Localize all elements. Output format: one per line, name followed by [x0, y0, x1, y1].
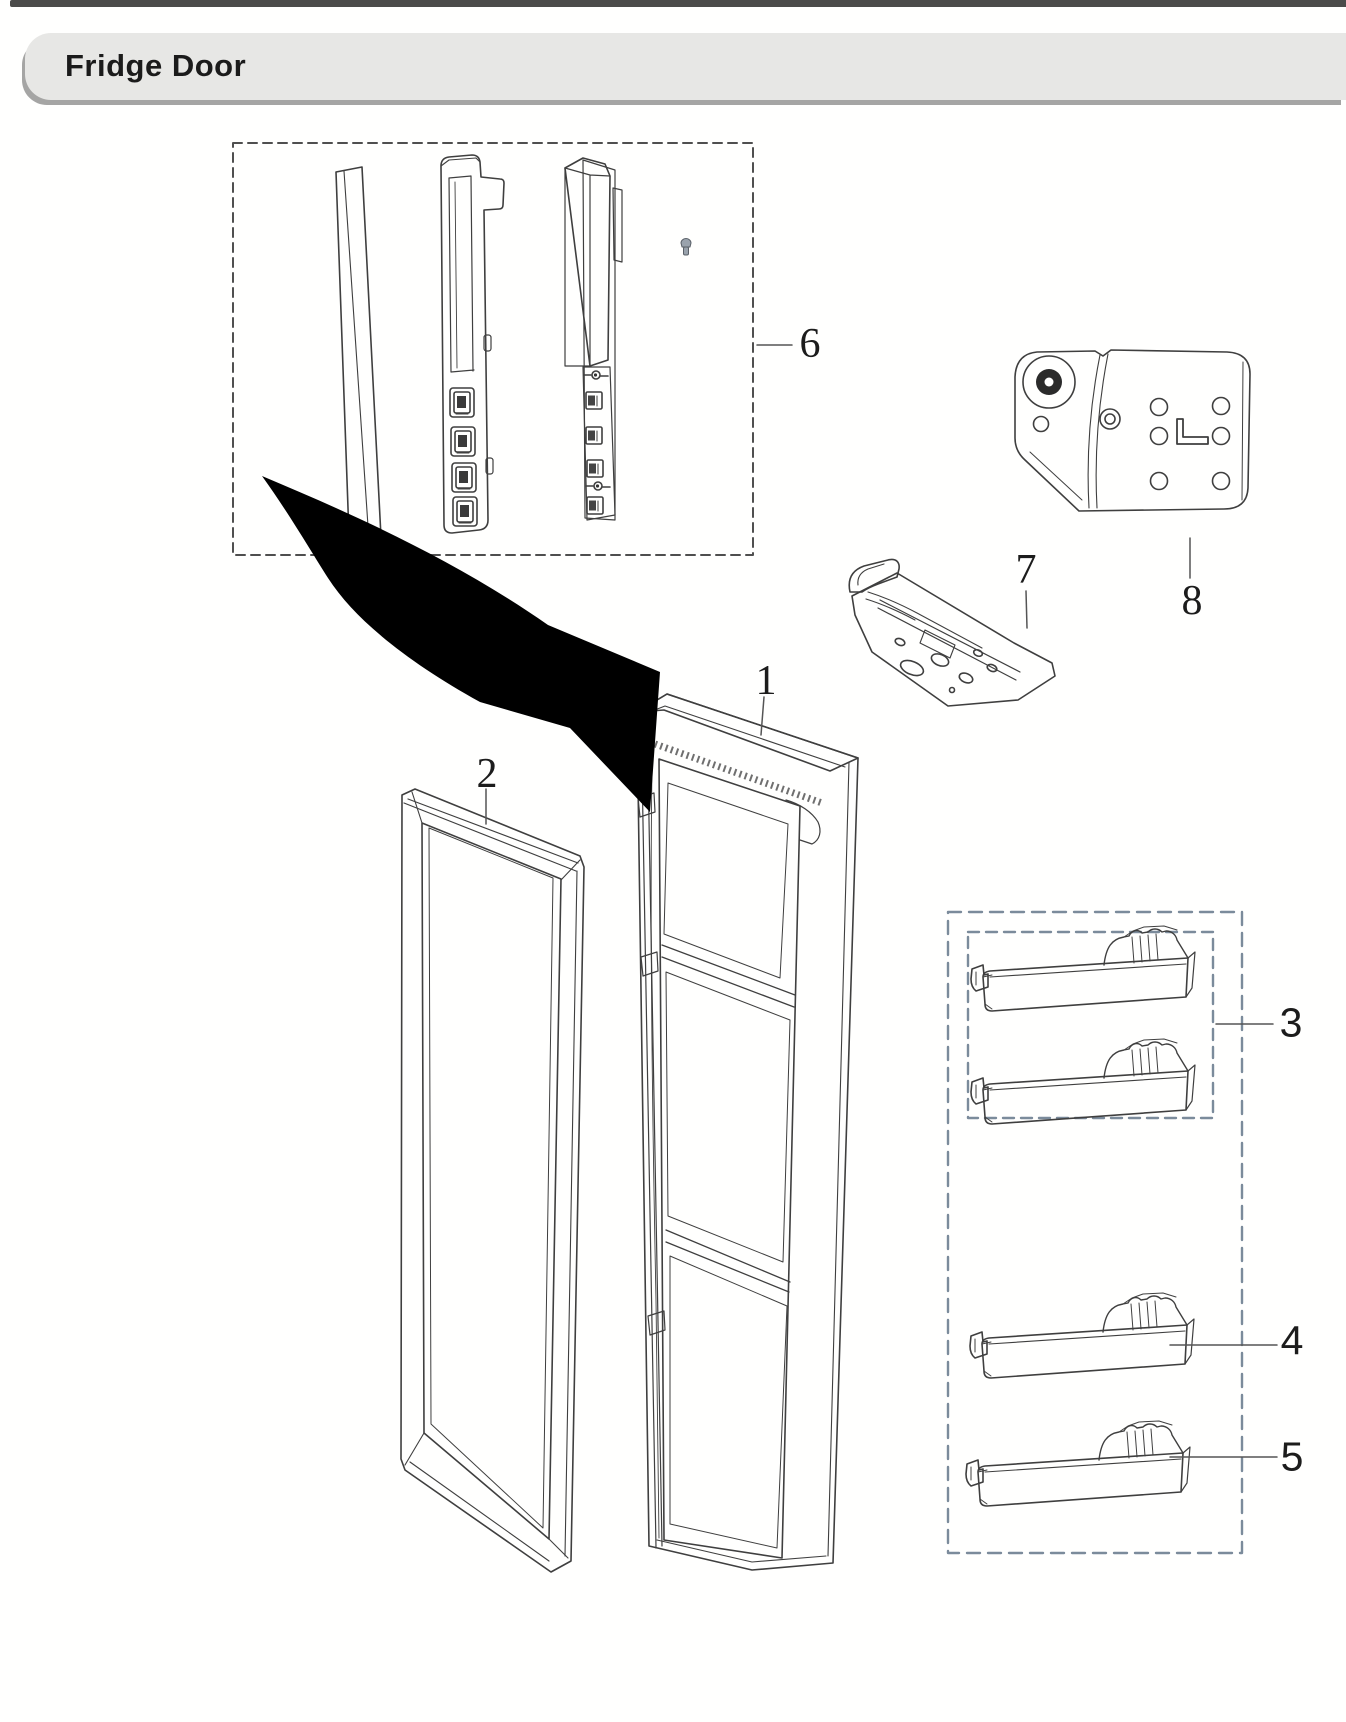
callout-7-hinge: 7 — [1015, 547, 1037, 593]
screw-drawing — [680, 238, 692, 256]
top-border-bar — [10, 0, 1346, 7]
callout-2-gasket: 2 — [476, 751, 498, 797]
handle-rail-drawing — [440, 154, 505, 534]
upper-door-bin-2-drawing — [970, 1038, 1196, 1125]
callout-4-middle-bin: 4 — [1280, 1317, 1304, 1364]
door-bins-group-box — [946, 910, 1244, 1555]
fridge-door-drawing — [636, 693, 859, 1571]
handle-assembly-group-box — [232, 142, 754, 556]
callout-3-upper-bins: 3 — [1279, 999, 1303, 1046]
upper-bins-group-box — [966, 930, 1215, 1120]
lower-door-bin-drawing — [965, 1420, 1191, 1507]
middle-door-bin-drawing — [969, 1292, 1195, 1379]
callout-5-lower-bin: 5 — [1280, 1433, 1304, 1480]
section-header: Fridge Door — [25, 33, 1346, 100]
door-gasket-drawing — [400, 788, 585, 1573]
callout-leader-lines — [485, 344, 1278, 1458]
callout-8-hinge-cover: 8 — [1181, 578, 1203, 624]
callout-1-door: 1 — [755, 658, 777, 704]
callout-6-handle: 6 — [799, 321, 821, 367]
trim-strip-drawing — [335, 166, 382, 547]
page-title: Fridge Door — [65, 48, 247, 83]
hinge-cover-drawing — [1014, 349, 1251, 512]
hinge-bracket-drawing — [848, 558, 1056, 707]
upper-door-bin-1-drawing — [970, 925, 1196, 1012]
assembly-arrow — [262, 476, 660, 812]
switch-plate-drawing — [564, 157, 623, 521]
